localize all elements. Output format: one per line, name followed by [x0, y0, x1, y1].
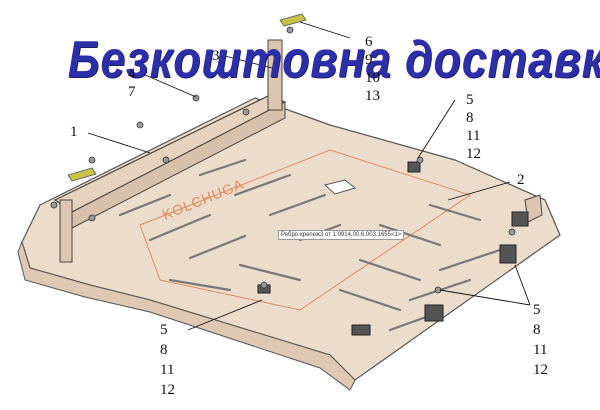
- free-delivery-banner: Безкоштовна доставка: [67, 31, 600, 89]
- bolt: [88, 214, 96, 222]
- leader-5-mid: [187, 299, 263, 331]
- post-right: [267, 39, 283, 111]
- callout-2: 2: [517, 172, 525, 188]
- leader-1: [87, 132, 151, 154]
- leader-6: [299, 21, 351, 39]
- leader-3: [224, 55, 273, 69]
- callout-11-right: 11: [533, 342, 548, 358]
- slot: [378, 223, 442, 247]
- callout-11-bottom: 11: [160, 362, 175, 378]
- slot: [188, 234, 247, 260]
- callout-7: 7: [128, 84, 136, 100]
- slot: [233, 173, 292, 197]
- callout-4: 4: [128, 66, 136, 82]
- fastener-block: [351, 324, 371, 336]
- leader-4: [142, 73, 197, 98]
- callout-5-bottom: 5: [160, 322, 168, 338]
- bolt: [260, 281, 268, 289]
- slot: [238, 263, 302, 282]
- callout-12-bottom: 12: [160, 382, 175, 398]
- callout-12-right: 12: [533, 362, 548, 378]
- ventilation-slots: [118, 158, 502, 332]
- fastener-block: [407, 161, 421, 173]
- callout-5-top: 5: [466, 92, 474, 108]
- skid-plate-lip: [17, 240, 356, 391]
- callout-1: 1: [70, 124, 78, 140]
- callout-13: 13: [365, 88, 380, 104]
- part-tooltip: Ребро-крепеж3 от 1.0914.00.6.003.1655<1>: [278, 230, 405, 240]
- bolt: [88, 156, 96, 164]
- bolt: [286, 26, 294, 34]
- slot: [428, 203, 482, 222]
- fastener-block: [424, 304, 444, 322]
- bolt: [242, 108, 250, 116]
- leader-2: [447, 181, 511, 201]
- slot: [438, 248, 502, 272]
- bolt: [162, 156, 170, 164]
- fastener-blocks: [257, 161, 529, 336]
- slot: [338, 288, 402, 312]
- slot: [168, 278, 232, 292]
- callout-3: 3: [212, 48, 220, 64]
- callout-8-right: 8: [533, 322, 541, 338]
- bolt: [508, 228, 516, 236]
- yellow-bracket-top: [279, 13, 307, 27]
- slot: [198, 158, 247, 177]
- leader-5-right-a: [514, 264, 531, 306]
- slot: [148, 213, 212, 242]
- bolt: [136, 121, 144, 129]
- center-panel-outline: [139, 149, 472, 311]
- callout-6: 6: [365, 34, 373, 50]
- slot: [118, 193, 172, 217]
- leader-5-right-b: [439, 289, 531, 306]
- yellow-bracket-left: [67, 167, 97, 182]
- callout-9: 9: [365, 52, 373, 68]
- bolts: [50, 26, 516, 294]
- bolt: [50, 201, 58, 209]
- bolt: [416, 156, 424, 164]
- slot: [358, 258, 422, 282]
- callout-8-bottom: 8: [160, 342, 168, 358]
- callout-5-right: 5: [533, 302, 541, 318]
- leader-lines: [87, 21, 531, 331]
- leader-5-top: [417, 99, 456, 159]
- callout-11-top: 11: [466, 128, 481, 144]
- post-left: [59, 199, 73, 263]
- fastener-block: [499, 244, 517, 264]
- fastener-block: [511, 211, 529, 227]
- callout-8-top: 8: [466, 110, 474, 126]
- center-window: [323, 179, 357, 195]
- slot: [268, 193, 327, 217]
- callout-12-top: 12: [466, 146, 481, 162]
- callout-10: 10: [365, 70, 380, 86]
